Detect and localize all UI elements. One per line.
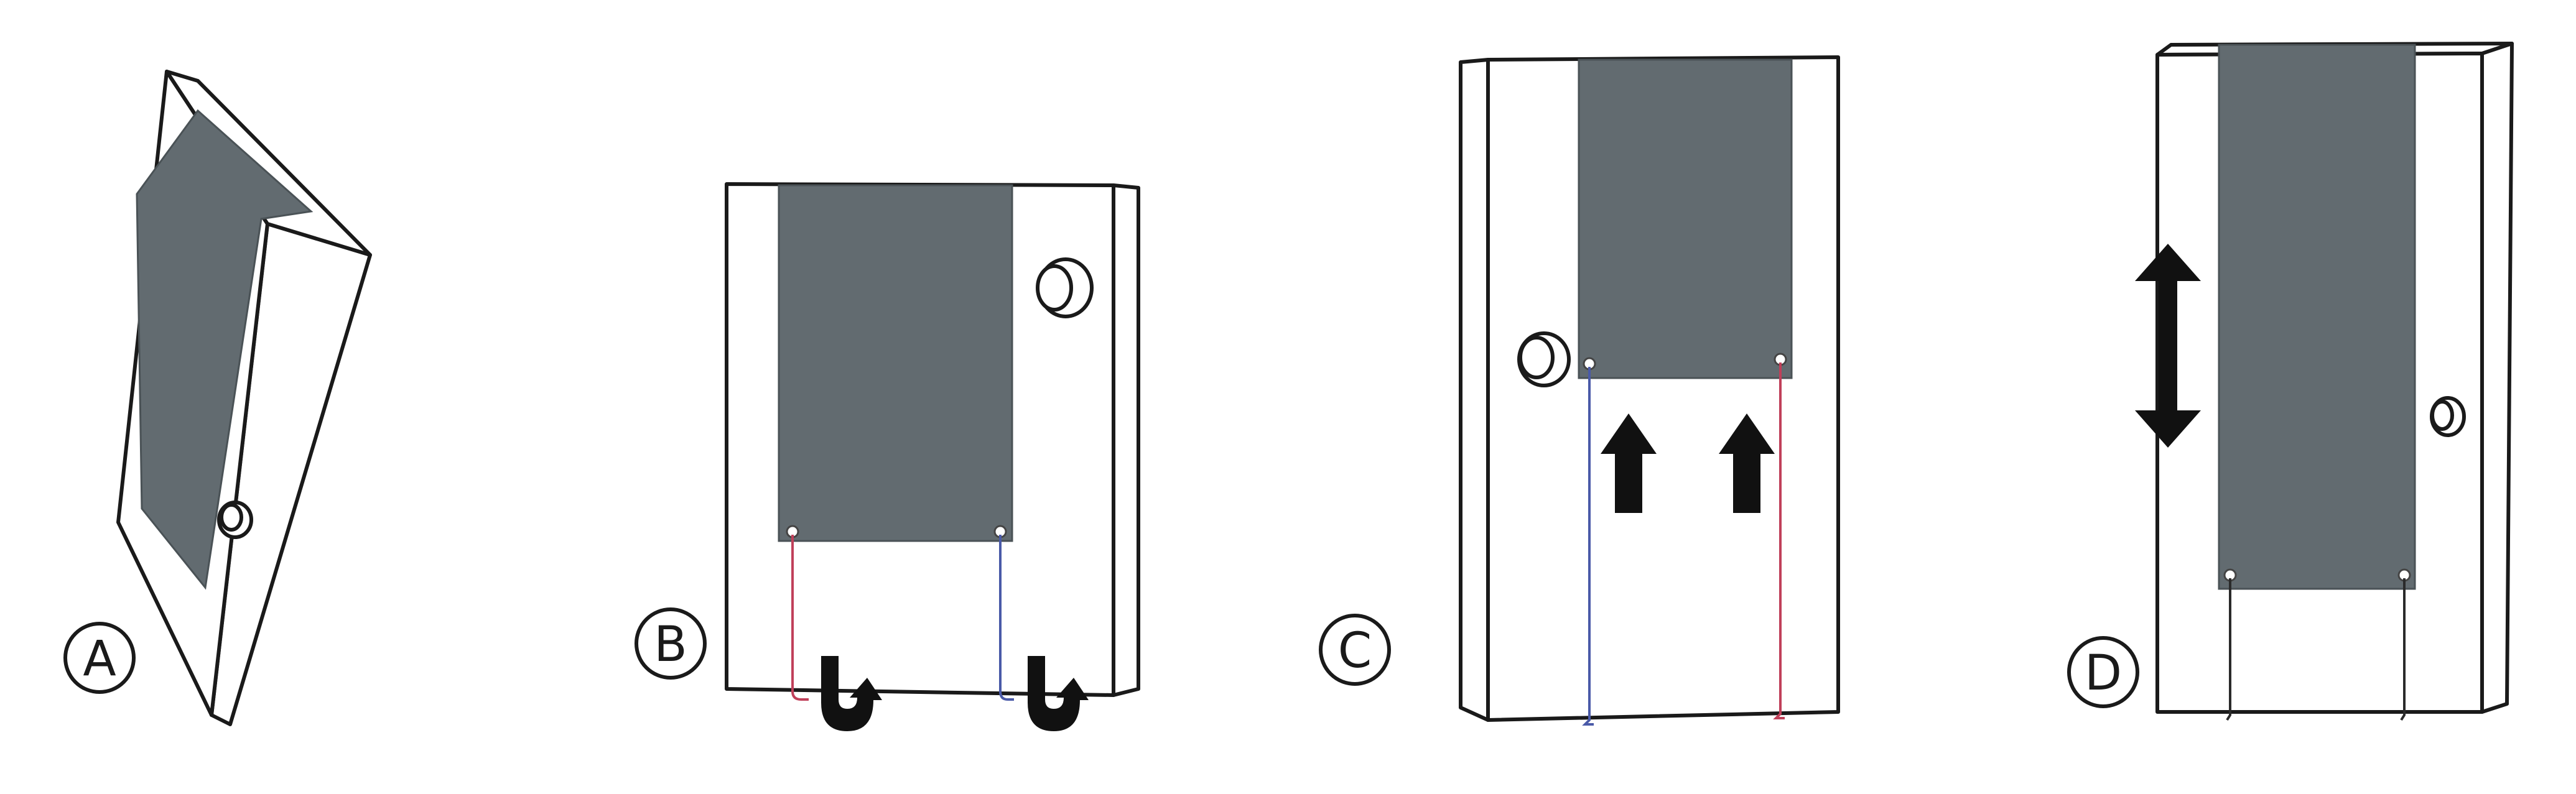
label-b-text: B — [654, 617, 687, 673]
hook-arrow-icon — [821, 656, 882, 731]
knob-icon — [2430, 396, 2466, 437]
frame-side-face — [1459, 58, 1490, 722]
wire-blue — [1582, 367, 1594, 726]
label-circle-d: D — [2067, 636, 2139, 708]
vertical-double-arrow-icon — [2135, 244, 2201, 448]
label-a-text: A — [83, 631, 116, 687]
grey-panel — [136, 109, 314, 590]
hook-arrow-icon — [1028, 656, 1089, 731]
grey-panel — [1578, 58, 1793, 379]
grey-panel — [778, 184, 1013, 542]
wire-left — [2226, 578, 2231, 721]
wire-red — [791, 535, 809, 701]
wire-blue — [999, 535, 1014, 701]
frame-side-face — [1112, 183, 1140, 697]
label-circle-a: A — [63, 622, 136, 694]
label-circle-b: B — [635, 607, 707, 680]
label-c-text: C — [1338, 623, 1372, 679]
up-arrow-icon — [1601, 413, 1657, 513]
panel-d: D — [2067, 42, 2514, 721]
grey-panel — [2218, 44, 2416, 590]
up-arrow-icon — [1719, 413, 1775, 513]
frame-side-face — [2480, 42, 2514, 714]
knob-icon — [1036, 257, 1094, 318]
panel-b: B — [635, 182, 1140, 731]
wire-red — [1773, 362, 1785, 719]
panel-c: C — [1319, 55, 1840, 726]
panel-a: A — [63, 70, 372, 726]
knob-icon — [1517, 331, 1571, 387]
wire-right — [2400, 578, 2406, 721]
label-d-text: D — [2085, 645, 2122, 701]
label-circle-c: C — [1319, 614, 1391, 686]
knob-icon — [217, 501, 253, 539]
